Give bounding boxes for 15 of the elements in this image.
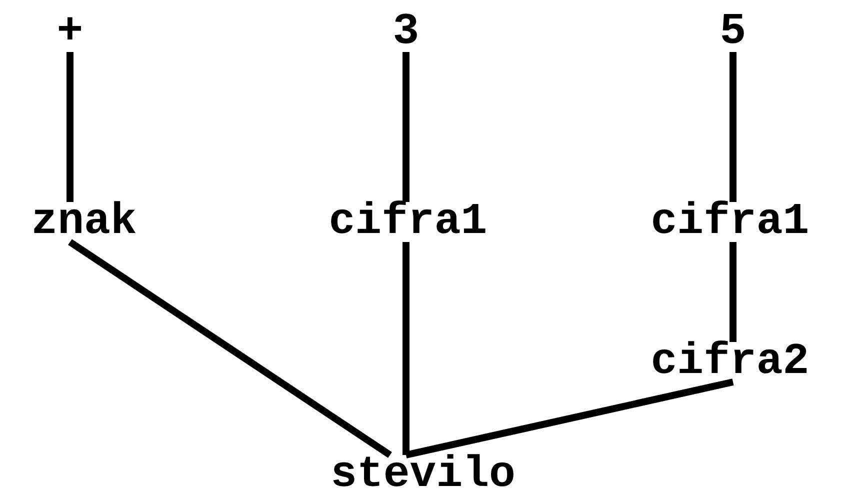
node-label: 5 xyxy=(720,12,746,52)
tree-line xyxy=(68,239,392,458)
tree-line xyxy=(402,52,410,202)
node-label: cifra2 xyxy=(650,342,810,382)
node-label: stevilo xyxy=(330,455,516,495)
node-label: cifra1 xyxy=(328,202,488,242)
tree-line xyxy=(405,378,734,458)
node-label: znak xyxy=(31,202,137,242)
node-label: + xyxy=(56,12,84,52)
node-label: 3 xyxy=(392,12,420,52)
tree-line xyxy=(730,242,736,342)
tree-line xyxy=(402,242,410,455)
tree-line xyxy=(66,52,74,202)
tree-line xyxy=(730,52,736,202)
node-label: cifra1 xyxy=(650,202,810,242)
